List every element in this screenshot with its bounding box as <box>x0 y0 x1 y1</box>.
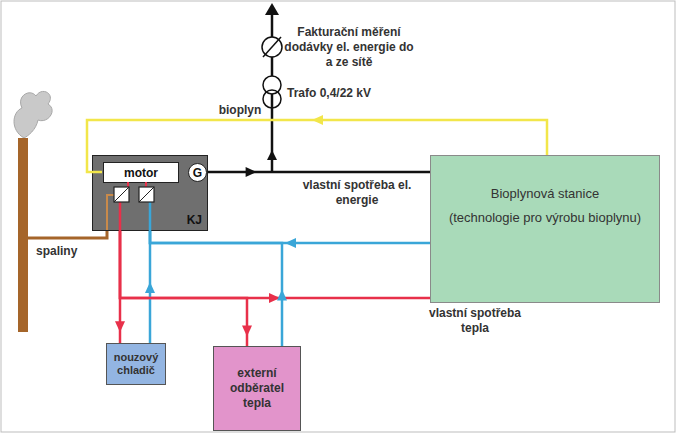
flow-connector <box>150 231 287 346</box>
node-text: (technologie pro výrobu bioplynu) <box>449 210 641 225</box>
cogeneration-unit: KJ motor G <box>92 155 208 231</box>
node-text: externí odběratel tepla <box>218 366 296 411</box>
arrow-head <box>285 238 296 248</box>
flow-label: vlastní spotřeba el. energie <box>292 178 422 208</box>
flow-line <box>150 231 282 346</box>
generator-circle: G <box>188 163 207 182</box>
transformer-label: Trafo 0,4/22 kV <box>287 86 407 101</box>
flow-line <box>207 171 430 174</box>
node-text: G <box>193 167 202 179</box>
flue-gas-label: spaliny <box>36 244 106 259</box>
flow-label: vlastní spotřeba tepla <box>422 306 528 336</box>
arrow-head <box>246 167 257 177</box>
cooler-box: nouzový chladič <box>106 343 166 385</box>
arrow-head <box>115 321 125 332</box>
flow-line <box>120 231 430 298</box>
smoke <box>14 91 52 138</box>
arrow-head <box>242 326 252 337</box>
arrow-head <box>277 290 287 301</box>
flow-connector <box>120 231 252 346</box>
flow-connector <box>150 231 430 248</box>
arrow-head <box>312 115 323 125</box>
node-text: nouzový chladič <box>109 351 163 377</box>
node-text: Bioplynová stanice <box>491 186 599 201</box>
transformer-symbol <box>263 76 281 94</box>
grid-arrow <box>267 150 277 160</box>
arrow-head <box>145 282 155 293</box>
node-text: motor <box>124 166 158 180</box>
flow-label: bioplyn <box>213 103 267 118</box>
meter-symbol <box>262 37 282 57</box>
metering-note: Fakturační měření dodávky el. energie do… <box>283 25 415 70</box>
flue-gas-line <box>28 231 107 238</box>
chimney <box>18 138 28 332</box>
biogas-plant-box: Bioplynová stanice (technologie pro výrob… <box>430 155 660 303</box>
flow-line <box>120 231 247 346</box>
transformer-symbol <box>263 90 281 108</box>
node-text: KJ <box>187 213 202 227</box>
flow-connector <box>207 167 430 177</box>
meter-symbol <box>263 37 281 57</box>
engine-box: motor <box>103 162 179 183</box>
flow-connector <box>145 231 155 343</box>
heat-consumer-box: externí odběratel tepla <box>213 346 301 431</box>
grid-arrow <box>265 3 279 15</box>
